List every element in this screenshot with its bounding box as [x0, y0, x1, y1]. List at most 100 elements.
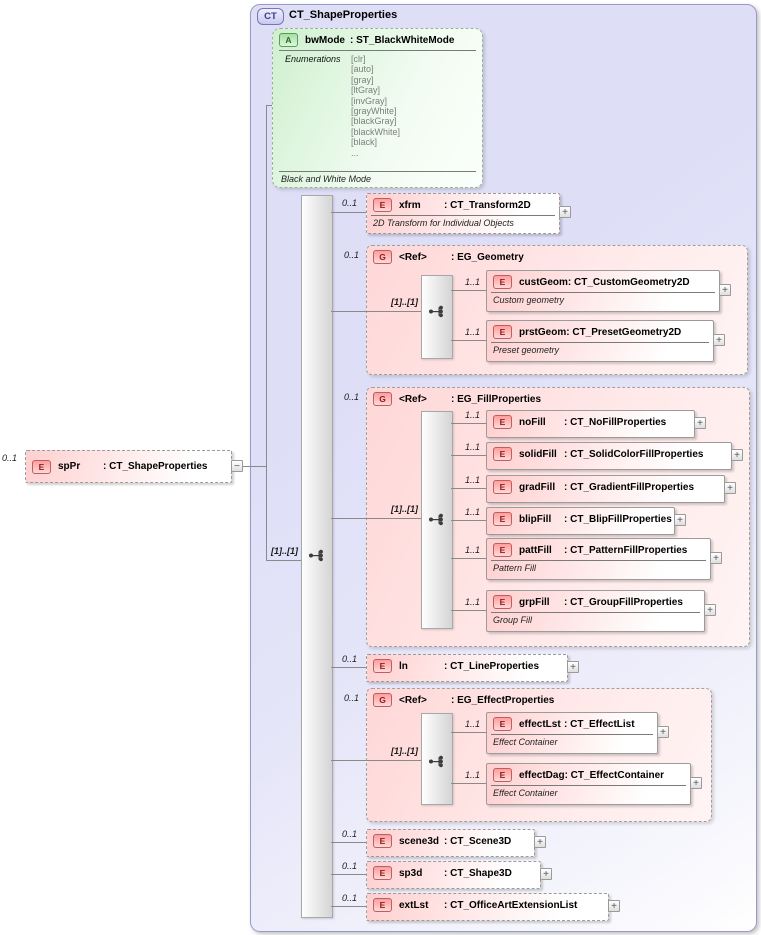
- connector-line: [451, 558, 486, 559]
- choice-cardinality-label: [1]..[1]: [391, 504, 418, 514]
- element-pattfill[interactable]: E pattFill : CT_PatternFillProperties Pa…: [486, 538, 711, 580]
- element-type: : CT_Shape3D: [444, 867, 512, 879]
- expand-toggle-button[interactable]: +: [540, 868, 552, 880]
- connector-line: [451, 732, 486, 733]
- element-type: : CT_PresetGeometry2D: [566, 326, 682, 338]
- choice-icon: [428, 512, 445, 532]
- element-nofill[interactable]: E noFill : CT_NoFillProperties: [486, 410, 695, 438]
- expand-toggle-button[interactable]: +: [559, 206, 571, 218]
- expand-toggle-button[interactable]: +: [657, 726, 669, 738]
- element-icon: E: [373, 834, 392, 848]
- element-icon: E: [373, 866, 392, 880]
- element-ln[interactable]: E ln : CT_LineProperties: [366, 654, 568, 682]
- element-doc: Effect Container: [491, 734, 653, 747]
- expand-toggle-button[interactable]: +: [534, 836, 546, 848]
- element-name: ln: [399, 660, 408, 672]
- element-name: effectDag: [519, 769, 565, 781]
- element-type: : CT_NoFillProperties: [564, 416, 667, 428]
- expand-toggle-button[interactable]: +: [710, 552, 722, 564]
- element-xfrm[interactable]: E xfrm : CT_Transform2D 2D Transform for…: [366, 193, 560, 234]
- element-sp3d[interactable]: E sp3d : CT_Shape3D: [366, 861, 541, 889]
- choice-icon: [428, 304, 445, 324]
- cardinality-label: 0..1: [344, 693, 360, 703]
- connector-line: [266, 560, 302, 561]
- expand-toggle-button[interactable]: +: [690, 777, 702, 789]
- element-custgeom[interactable]: E custGeom : CT_CustomGeometry2D Custom …: [486, 270, 720, 312]
- element-icon: E: [493, 415, 512, 429]
- enum-value: ...: [351, 147, 359, 158]
- element-doc: 2D Transform for Individual Objects: [371, 215, 555, 228]
- enum-value: [ltGray]: [351, 85, 381, 96]
- element-icon: E: [32, 459, 51, 474]
- expand-toggle-button[interactable]: +: [731, 449, 743, 461]
- element-effectdag[interactable]: E effectDag : CT_EffectContainer Effect …: [486, 763, 691, 805]
- element-scene3d[interactable]: E scene3d : CT_Scene3D: [366, 829, 535, 857]
- expand-toggle-button[interactable]: +: [674, 514, 686, 526]
- element-doc: Custom geometry: [491, 292, 715, 305]
- expand-toggle-button[interactable]: +: [567, 661, 579, 673]
- element-icon: E: [373, 198, 392, 212]
- element-type: : CT_SolidColorFillProperties: [564, 448, 704, 460]
- enumeration-section: Enumerations [clr] [auto] [gray] [ltGray…: [279, 50, 476, 171]
- connector-line: [451, 520, 486, 521]
- expand-toggle-button[interactable]: +: [724, 482, 736, 494]
- element-doc: Effect Container: [491, 785, 686, 798]
- element-effectlst[interactable]: E effectLst : CT_EffectList Effect Conta…: [486, 712, 658, 754]
- cardinality-label: 1..1: [464, 597, 480, 607]
- group-icon: G: [373, 392, 392, 406]
- element-solidfill[interactable]: E solidFill : CT_SolidColorFillPropertie…: [486, 442, 732, 470]
- element-icon: E: [493, 480, 512, 494]
- element-type: : CT_Transform2D: [444, 199, 531, 211]
- element-name: sp3d: [399, 867, 423, 879]
- element-icon: E: [493, 325, 512, 339]
- enum-value: [gray]: [351, 74, 374, 85]
- connector-line: [451, 610, 486, 611]
- element-name: blipFill: [519, 513, 552, 525]
- element-name: gradFill: [519, 481, 556, 493]
- element-type: : CT_ShapeProperties: [103, 461, 208, 472]
- attribute-bwmode[interactable]: A bwMode : ST_BlackWhiteMode Enumeration…: [272, 28, 483, 188]
- element-icon: E: [493, 275, 512, 289]
- connector-line: [331, 760, 422, 761]
- element-icon: E: [373, 898, 392, 912]
- expand-toggle-button[interactable]: +: [713, 334, 725, 346]
- element-type: : CT_PatternFillProperties: [564, 544, 688, 556]
- sequence-connector[interactable]: [301, 195, 333, 918]
- element-icon: E: [493, 595, 512, 609]
- expand-toggle-button[interactable]: +: [608, 900, 620, 912]
- group-name: <Ref>: [399, 251, 427, 263]
- choice-connector[interactable]: [421, 275, 453, 359]
- choice-connector[interactable]: [421, 411, 453, 629]
- element-sppr[interactable]: E spPr : CT_ShapeProperties: [25, 450, 232, 483]
- choice-connector[interactable]: [421, 713, 453, 805]
- enum-value: [grayWhite]: [351, 106, 397, 117]
- element-icon: E: [493, 717, 512, 731]
- element-type: : CT_GroupFillProperties: [564, 596, 683, 608]
- element-prstgeom[interactable]: E prstGeom : CT_PresetGeometry2D Preset …: [486, 320, 714, 362]
- page-title: CT_ShapeProperties: [289, 9, 398, 21]
- element-extlst[interactable]: E extLst : CT_OfficeArtExtensionList: [366, 893, 609, 921]
- expand-toggle-button[interactable]: +: [704, 604, 716, 616]
- element-name: scene3d: [399, 835, 440, 847]
- element-grpfill[interactable]: E grpFill : CT_GroupFillProperties Group…: [486, 590, 705, 632]
- cardinality-label: 1..1: [464, 410, 480, 420]
- cardinality-label: 1..1: [464, 475, 480, 485]
- choice-cardinality-label: [1]..[1]: [391, 746, 418, 756]
- cardinality-label: 0..1: [2, 453, 18, 463]
- choice-cardinality-label: [1]..[1]: [391, 297, 418, 307]
- element-name: custGeom: [519, 276, 568, 288]
- element-gradfill[interactable]: E gradFill : CT_GradientFillProperties: [486, 475, 725, 503]
- cardinality-label: 0..1: [342, 861, 358, 871]
- expand-toggle-button[interactable]: +: [694, 417, 706, 429]
- element-name: grpFill: [519, 596, 550, 608]
- element-icon: E: [493, 543, 512, 557]
- expand-toggle-button[interactable]: +: [719, 284, 731, 296]
- group-name: <Ref>: [399, 393, 427, 405]
- element-blipfill[interactable]: E blipFill : CT_BlipFillProperties: [486, 507, 675, 535]
- enum-value: [black]: [351, 137, 378, 148]
- enum-value: [auto]: [351, 64, 374, 75]
- group-name: <Ref>: [399, 694, 427, 706]
- collapse-toggle-button[interactable]: −: [231, 460, 243, 472]
- cardinality-label: 0..1: [344, 392, 360, 402]
